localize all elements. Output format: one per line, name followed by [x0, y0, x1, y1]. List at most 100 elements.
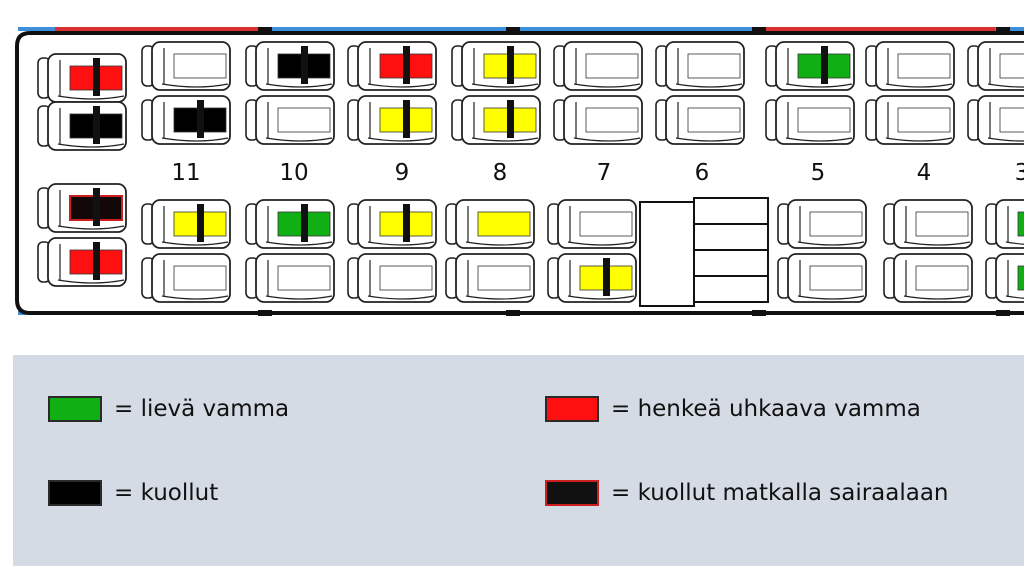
seat-cushion: [915, 211, 969, 237]
seat-yellow: [347, 95, 437, 145]
seat-cushion: [897, 107, 951, 133]
seat-marker-bar: [507, 46, 514, 84]
seat-white: [883, 199, 973, 249]
legend-swatch-black: [48, 480, 102, 506]
seat-cushion: [809, 265, 863, 291]
seat-cushion: [277, 265, 331, 291]
seat-marker-bar: [603, 258, 610, 296]
seat-marker-bar: [301, 204, 308, 242]
seat-marker-bar: [403, 204, 410, 242]
seat-white: [141, 253, 231, 303]
seat-white: [347, 253, 437, 303]
legend-label-deceased: = kuollut: [114, 480, 219, 506]
seat-cushion: [915, 265, 969, 291]
seat-cushion: [897, 53, 951, 79]
row-number-9: 9: [395, 160, 410, 186]
seat-marker-bar: [93, 106, 100, 144]
row-number-3: 3: [1015, 160, 1024, 186]
seat-cushion: [809, 211, 863, 237]
seat-cushion: [477, 211, 531, 237]
seat-black: [37, 101, 127, 151]
seat-cushion: [173, 265, 227, 291]
seat-white: [883, 253, 973, 303]
seat-marker-bar: [93, 242, 100, 280]
seat-marker-bar: [301, 46, 308, 84]
seat-black: [245, 41, 335, 91]
seat-cushion: [999, 53, 1024, 79]
seat-cushion: [585, 107, 639, 133]
seat-green: [985, 253, 1024, 303]
legend-swatch-green: [48, 396, 102, 422]
seat-cushion: [477, 265, 531, 291]
seat-cushion: [585, 53, 639, 79]
seat-white: [547, 199, 637, 249]
seat-marker-bar: [197, 204, 204, 242]
seat-red: [37, 237, 127, 287]
seat-black: [141, 95, 231, 145]
seat-white: [865, 41, 955, 91]
legend-item-mild-injury: = lievä vamma: [48, 396, 289, 422]
seat-yellow: [451, 95, 541, 145]
seat-white: [765, 95, 855, 145]
seat-marker-bar: [403, 100, 410, 138]
seat-white: [777, 253, 867, 303]
seat-cushion: [687, 107, 741, 133]
seat-marker-bar: [197, 100, 204, 138]
legend-panel: = lievä vamma = henkeä uhkaava vamma = k…: [13, 355, 1024, 566]
row-number-4: 4: [917, 160, 932, 186]
seat-green: [765, 41, 855, 91]
legend-label-mild-injury: = lievä vamma: [114, 396, 290, 422]
seat-marker-bar: [821, 46, 828, 84]
legend-item-life-threatening: = henkeä uhkaava vamma: [545, 396, 921, 422]
legend-item-deceased: = kuollut: [48, 480, 218, 506]
seat-cushion: [999, 107, 1024, 133]
seat-white: [141, 41, 231, 91]
seat-yellow: [445, 199, 535, 249]
seat-cushion: [173, 53, 227, 79]
window-pillars: [258, 27, 1010, 316]
seat-white: [865, 95, 955, 145]
stairwell: [639, 197, 769, 307]
seat-marker-bar: [93, 188, 100, 226]
legend-label-life-threatening: = henkeä uhkaava vamma: [611, 396, 921, 422]
bus-seating-diagram: 11 10 9 8 7 6 5 4 3: [15, 27, 1024, 316]
seat-white: [655, 41, 745, 91]
seat-green: [985, 199, 1024, 249]
seat-cushion: [797, 107, 851, 133]
seat-yellow: [547, 253, 637, 303]
seat-white: [655, 95, 745, 145]
legend-item-died-en-route: = kuollut matkalla sairaalaan: [545, 480, 949, 506]
seat-darkred: [37, 183, 127, 233]
row-number-8: 8: [493, 160, 508, 186]
seat-cushion: [1017, 211, 1024, 237]
seat-cushion: [687, 53, 741, 79]
seat-yellow: [347, 199, 437, 249]
seat-white: [553, 41, 643, 91]
seat-marker-bar: [93, 58, 100, 96]
seat-white: [967, 95, 1024, 145]
seat-marker-bar: [507, 100, 514, 138]
seat-yellow: [451, 41, 541, 91]
row-number-7: 7: [597, 160, 612, 186]
seat-cushion: [277, 107, 331, 133]
row-number-11: 11: [171, 160, 200, 186]
bus-body-outline: [15, 31, 1024, 315]
seat-red: [37, 53, 127, 103]
seat-white: [245, 95, 335, 145]
row-number-6: 6: [695, 160, 710, 186]
seat-white: [553, 95, 643, 145]
seat-marker-bar: [403, 46, 410, 84]
top-window-strip: [18, 27, 1024, 31]
seat-white: [777, 199, 867, 249]
seat-green: [245, 199, 335, 249]
seat-white: [967, 41, 1024, 91]
seat-cushion: [579, 211, 633, 237]
seat-white: [245, 253, 335, 303]
row-number-5: 5: [811, 160, 826, 186]
legend-swatch-dark-red: [545, 480, 599, 506]
legend-label-died-en-route: = kuollut matkalla sairaalaan: [611, 480, 949, 506]
legend-swatch-red: [545, 396, 599, 422]
seat-white: [445, 253, 535, 303]
seat-red: [347, 41, 437, 91]
row-number-10: 10: [279, 160, 308, 186]
